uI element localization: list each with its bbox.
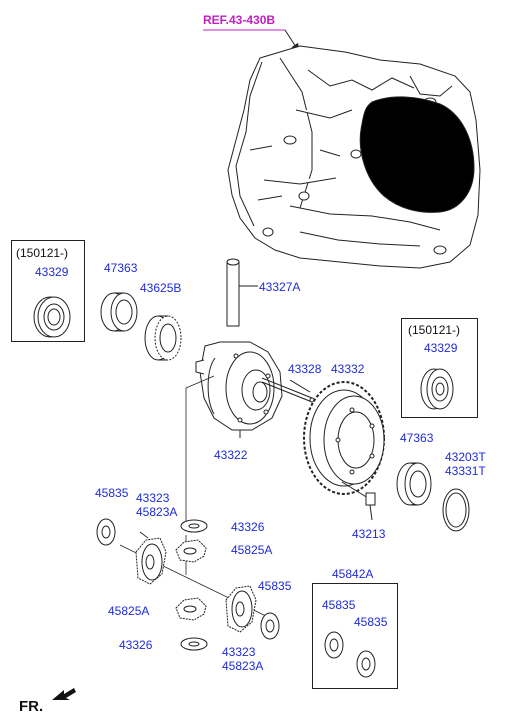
box-right-date: (150121-) [408, 323, 461, 337]
label-45823A-b[interactable]: 45823A [222, 659, 264, 673]
label-43329-right[interactable]: 43329 [424, 341, 458, 355]
label-43625B[interactable]: 43625B [140, 281, 182, 295]
label-45835-d[interactable]: 45835 [354, 615, 388, 629]
label-43203T[interactable]: 43203T [445, 450, 486, 464]
pinion-shaft-43327A [226, 258, 258, 327]
reference-arrow [203, 29, 300, 52]
label-43323-a[interactable]: 43323 [136, 491, 170, 505]
pinion-gear-45825A-upper [175, 539, 207, 563]
box-left-date: (150121-) [16, 246, 69, 260]
front-arrow-icon [52, 688, 76, 700]
thrust-washer-43326-upper [180, 519, 208, 533]
label-45835-c[interactable]: 45835 [322, 598, 356, 612]
gear-43625B [144, 315, 182, 361]
shim-43331T [442, 488, 470, 532]
washer-45835-e [356, 650, 376, 678]
bolt-43213 [341, 481, 376, 521]
label-43329-left[interactable]: 43329 [35, 265, 69, 279]
label-45825A-a[interactable]: 45825A [231, 543, 273, 557]
label-43322[interactable]: 43322 [214, 448, 248, 462]
label-43331T[interactable]: 43331T [445, 464, 486, 478]
label-45823A-a[interactable]: 45823A [136, 505, 178, 519]
bearing-47363-right [396, 462, 432, 506]
front-direction-label: FR. [19, 698, 44, 715]
label-43213[interactable]: 43213 [352, 527, 386, 541]
transmission-housing [227, 45, 481, 269]
label-45825A-b[interactable]: 45825A [108, 604, 150, 618]
pinion-gear-45825A-lower [175, 597, 207, 621]
box-43329-left [11, 240, 85, 342]
reference-label[interactable]: REF.43-430B [203, 13, 276, 27]
thrust-washer-43326-lower [180, 637, 208, 651]
washer-45835-a [96, 518, 116, 546]
box-43329-right [401, 318, 478, 418]
label-43327A[interactable]: 43327A [259, 280, 301, 294]
ring-gear-43332 [303, 381, 385, 495]
oil-seal-43329-right [420, 368, 454, 410]
label-43326-a[interactable]: 43326 [231, 520, 265, 534]
oil-seal-43329-left [33, 296, 71, 338]
side-gear-43323-lower [225, 585, 257, 633]
label-43323-b[interactable]: 43323 [222, 645, 256, 659]
side-gear-43323-upper [135, 537, 167, 585]
label-45842A[interactable]: 45842A [332, 567, 374, 581]
bearing-47363-left [100, 292, 138, 332]
label-47363-right[interactable]: 47363 [400, 431, 434, 445]
label-43328[interactable]: 43328 [288, 362, 322, 376]
box-45842A [312, 583, 398, 689]
differential-case-43322 [195, 341, 283, 438]
pin-43328 [261, 377, 315, 403]
label-43326-b[interactable]: 43326 [119, 638, 153, 652]
washer-45835-c [260, 612, 280, 640]
label-43332[interactable]: 43332 [331, 362, 365, 376]
washer-45835-d [324, 631, 344, 659]
label-45835-a[interactable]: 45835 [95, 486, 129, 500]
label-45835-b[interactable]: 45835 [258, 579, 292, 593]
label-47363-left[interactable]: 47363 [104, 261, 138, 275]
